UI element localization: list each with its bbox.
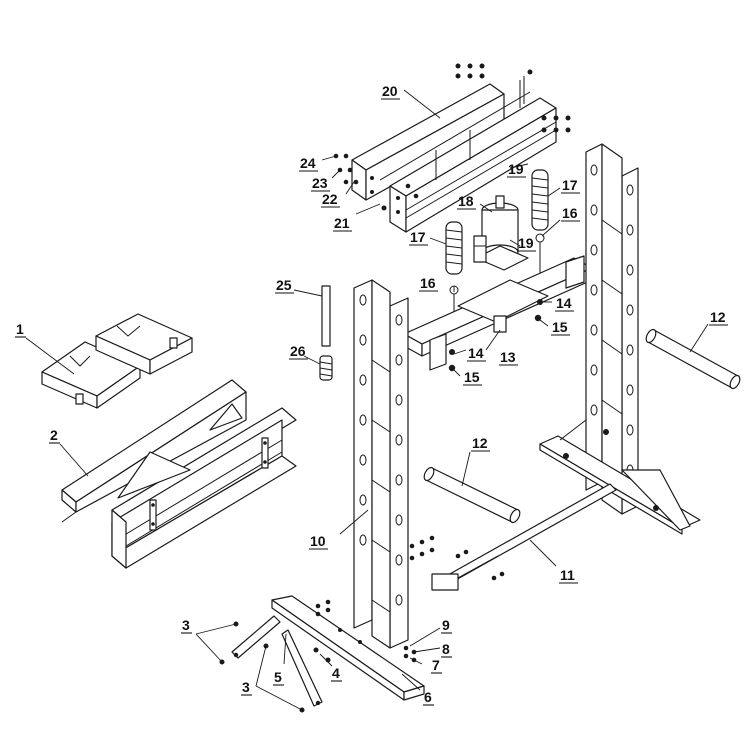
callout-21: 21 <box>334 215 350 231</box>
press-plates <box>41 313 193 409</box>
moving-plate <box>403 255 593 371</box>
callout-18: 18 <box>458 193 474 209</box>
pins <box>423 328 741 524</box>
callout-15-right: 15 <box>552 319 568 335</box>
callout-1: 1 <box>16 321 24 337</box>
callout-10: 10 <box>310 533 326 549</box>
callout-16-right: 16 <box>562 205 578 221</box>
callout-12-right: 12 <box>710 309 726 325</box>
callout-9: 9 <box>442 617 450 633</box>
callout-19-top: 19 <box>508 161 524 177</box>
callout-14-right: 14 <box>556 295 572 311</box>
callout-11: 11 <box>560 567 575 583</box>
callout-8: 8 <box>442 641 450 657</box>
callout-6: 6 <box>424 689 432 705</box>
callout-13: 13 <box>500 349 516 365</box>
callout-17-right: 17 <box>562 177 578 193</box>
callout-16-left: 16 <box>420 275 436 291</box>
callout-26: 26 <box>290 343 306 359</box>
callout-14-left: 14 <box>468 345 484 361</box>
callout-4: 4 <box>332 665 340 681</box>
callout-12-left: 12 <box>472 435 488 451</box>
left-upright <box>353 279 409 649</box>
hydraulic-jack <box>473 195 529 271</box>
upper-beam <box>351 76 557 233</box>
leader-lines <box>25 89 709 711</box>
lower-bed <box>61 379 297 569</box>
callouts: 1 2 3 3 4 5 6 7 8 9 10 11 12 12 13 14 14… <box>15 83 728 706</box>
rod-and-spring <box>319 285 333 381</box>
callout-15-left: 15 <box>464 369 480 385</box>
callout-7: 7 <box>432 657 440 673</box>
springs <box>445 169 549 275</box>
callout-22: 22 <box>322 191 338 207</box>
callout-3-lower: 3 <box>242 679 250 695</box>
upper-beam-fasteners <box>333 63 571 211</box>
callout-23: 23 <box>312 175 328 191</box>
callout-25: 25 <box>276 277 292 293</box>
callout-2: 2 <box>50 427 58 443</box>
callout-20: 20 <box>382 83 398 99</box>
plate-nuts <box>448 299 543 372</box>
callout-17-left: 17 <box>410 229 426 245</box>
callout-5: 5 <box>274 669 282 685</box>
callout-3-upper: 3 <box>182 617 190 633</box>
front-foot <box>231 595 425 707</box>
callout-24: 24 <box>300 155 316 171</box>
callout-19-side: 19 <box>518 235 534 251</box>
long-brace <box>431 483 617 591</box>
